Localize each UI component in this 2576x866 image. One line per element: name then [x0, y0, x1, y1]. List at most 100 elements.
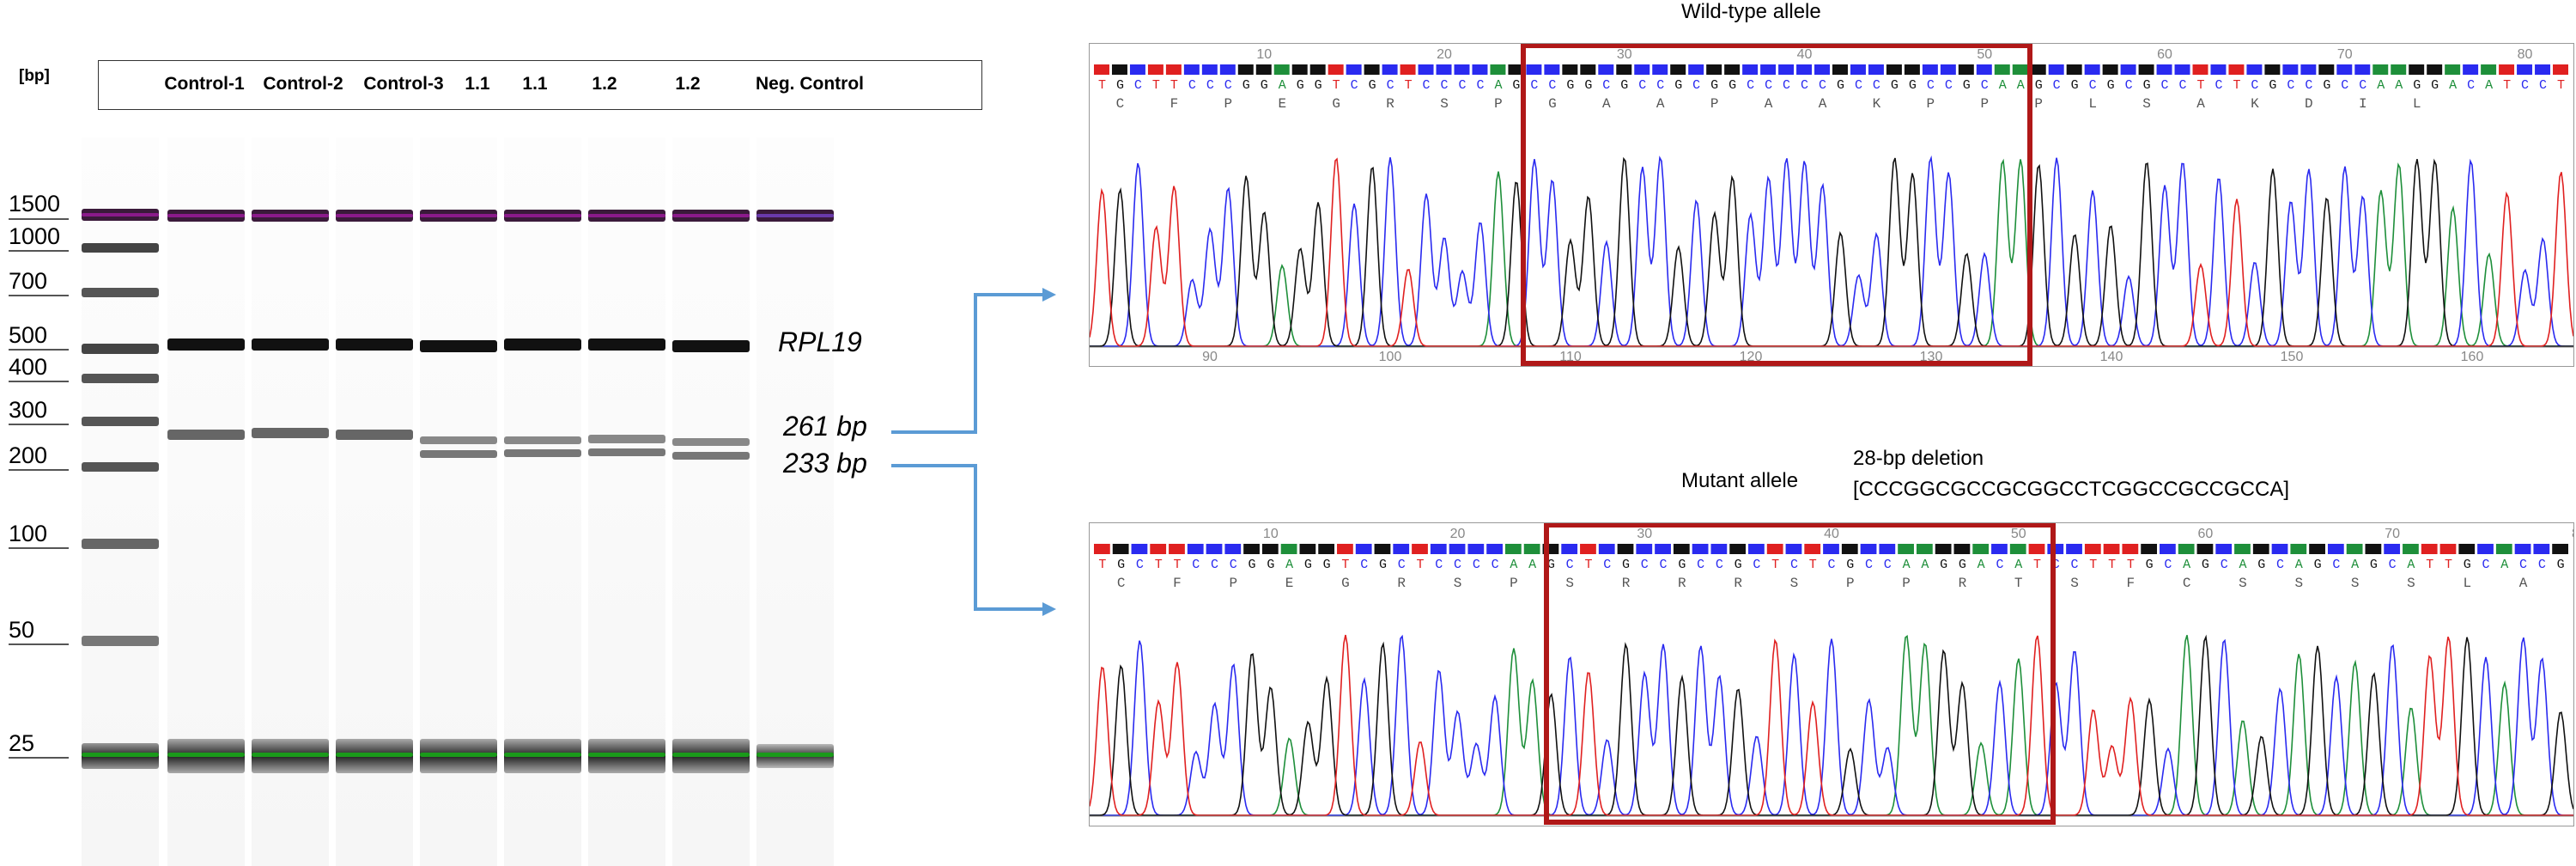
wildtype-qual-72 — [2391, 64, 2407, 75]
wildtype-base-13: T — [1333, 78, 1340, 93]
wildtype-base-23: G — [1512, 78, 1520, 93]
mutant-base-60: C — [2221, 558, 2228, 572]
wildtype-qual-11 — [1291, 64, 1308, 75]
wildtype-qual-13 — [1327, 64, 1344, 75]
mutant-base-31: G — [1678, 558, 1686, 572]
band-top-marker-color — [504, 214, 581, 217]
wildtype-base-42: C — [1855, 78, 1862, 93]
band-rpl19 — [504, 338, 581, 351]
mutant-qual-68 — [2365, 544, 2382, 554]
wildtype-base-63: T — [2233, 78, 2240, 93]
band-top-marker-color — [167, 214, 245, 217]
mutant-base-36: T — [1771, 558, 1779, 572]
mutant-base-53: T — [2089, 558, 2097, 572]
lane-label-1-2-b: 1.2 — [675, 74, 701, 94]
mutant-aa-14: P — [1902, 576, 1911, 591]
wildtype-qual-59 — [2156, 64, 2172, 75]
mutant-qual-11 — [1299, 544, 1316, 554]
band-261bp — [588, 435, 665, 443]
wildtype-aa-1: F — [1170, 96, 1179, 112]
mutant-base-33: C — [1716, 558, 1723, 572]
mutant-qual-2 — [1131, 544, 1148, 554]
mutant-qual-66 — [2327, 544, 2344, 554]
mutant-base-64: A — [2295, 558, 2303, 572]
mutant-qual-39 — [1823, 544, 1839, 554]
band-bottom-marker-color — [588, 753, 665, 757]
mutant-qual-26 — [1580, 544, 1596, 554]
wildtype-qual-9 — [1255, 64, 1272, 75]
wildtype-aa-21: K — [2251, 96, 2259, 112]
mutant-qual-74 — [2477, 544, 2494, 554]
mutant-base-34: G — [1735, 558, 1742, 572]
mutant-qual-4 — [1169, 544, 1185, 554]
size-tick — [9, 218, 69, 220]
wildtype-qual-38 — [1778, 64, 1795, 75]
mutant-trace-T — [1090, 634, 2573, 816]
mutant-ruler-40: 40 — [1824, 527, 1839, 541]
mutant-qual-48 — [1991, 544, 2008, 554]
mutant-qual-49 — [2009, 544, 2026, 554]
mutant-qual-65 — [2309, 544, 2325, 554]
wildtype-base-7: C — [1224, 78, 1232, 93]
wildtype-aa-6: S — [1440, 96, 1449, 112]
wildtype-base-8: G — [1242, 78, 1250, 93]
band-233bp — [504, 449, 581, 457]
mutant-base-66: C — [2332, 558, 2340, 572]
wildtype-qual-81 — [2553, 64, 2568, 75]
mutant-qual-25 — [1561, 544, 1578, 554]
wildtype-aa-4: G — [1332, 96, 1340, 112]
wildtype-bottom-ruler-120: 120 — [1740, 350, 1763, 364]
mutant-qual-57 — [2160, 544, 2176, 554]
wildtype-qual-5 — [1183, 64, 1200, 75]
mutant-base-37: C — [1790, 558, 1798, 572]
arrow-head-mutant — [1042, 602, 1056, 616]
size-label-300: 300 — [9, 397, 48, 423]
mutant-base-38: T — [1809, 558, 1817, 572]
wildtype-base-40: C — [1819, 78, 1826, 93]
ladder-band-700 — [82, 288, 159, 297]
mutant-qual-14 — [1355, 544, 1372, 554]
wildtype-base-4: T — [1170, 78, 1178, 93]
wildtype-qual-8 — [1237, 64, 1254, 75]
size-label-100: 100 — [9, 521, 48, 546]
wildtype-base-33: C — [1692, 78, 1700, 93]
wildtype-qual-69 — [2336, 64, 2353, 75]
band-rpl19 — [336, 338, 413, 351]
mutant-base-29: C — [1641, 558, 1649, 572]
wildtype-ruler-20: 20 — [1437, 47, 1452, 62]
wildtype-aa-22: D — [2305, 96, 2313, 112]
wildtype-aa-7: P — [1494, 96, 1503, 112]
wildtype-base-17: T — [1405, 78, 1413, 93]
wildtype-qual-73 — [2409, 64, 2425, 75]
arrow-head-wildtype — [1042, 288, 1056, 302]
mutant-qual-45 — [1935, 544, 1952, 554]
gel-lane-1-2-b — [672, 137, 750, 866]
wildtype-base-18: C — [1423, 78, 1431, 93]
mutant-qual-16 — [1393, 544, 1410, 554]
ladder-band-300 — [82, 417, 159, 426]
mutant-base-62: G — [2257, 558, 2265, 572]
mutant-qual-67 — [2346, 544, 2363, 554]
wildtype-base-78: T — [2503, 78, 2511, 93]
mutant-base-23: A — [1528, 558, 1536, 572]
size-label-400: 400 — [9, 354, 48, 380]
size-label-25: 25 — [9, 730, 35, 756]
mutant-qual-38 — [1804, 544, 1821, 554]
mutant-aa-4: G — [1341, 576, 1350, 591]
mutant-ruler-30: 30 — [1637, 527, 1652, 541]
band-261bp — [672, 438, 750, 446]
wildtype-aa-10: A — [1656, 96, 1665, 112]
wildtype-aa-12: A — [1765, 96, 1773, 112]
mutant-qual-34 — [1729, 544, 1747, 554]
mutant-base-14: C — [1360, 558, 1368, 572]
band-rpl19 — [588, 338, 665, 351]
mutant-base-8: G — [1249, 558, 1256, 572]
mutant-base-1: G — [1117, 558, 1125, 572]
wildtype-trace-T — [1090, 157, 2573, 347]
band-bottom-marker-color — [420, 753, 497, 757]
mutant-qual-44 — [1916, 544, 1933, 554]
wildtype-qual-4 — [1165, 64, 1182, 75]
mutant-chromatogram: 1020304050607080TGCTTCCCGGAGGTCGCTCCCCAA… — [1089, 522, 2574, 826]
wildtype-base-51: A — [2017, 78, 2025, 93]
mutant-aa-18: F — [2127, 576, 2136, 591]
